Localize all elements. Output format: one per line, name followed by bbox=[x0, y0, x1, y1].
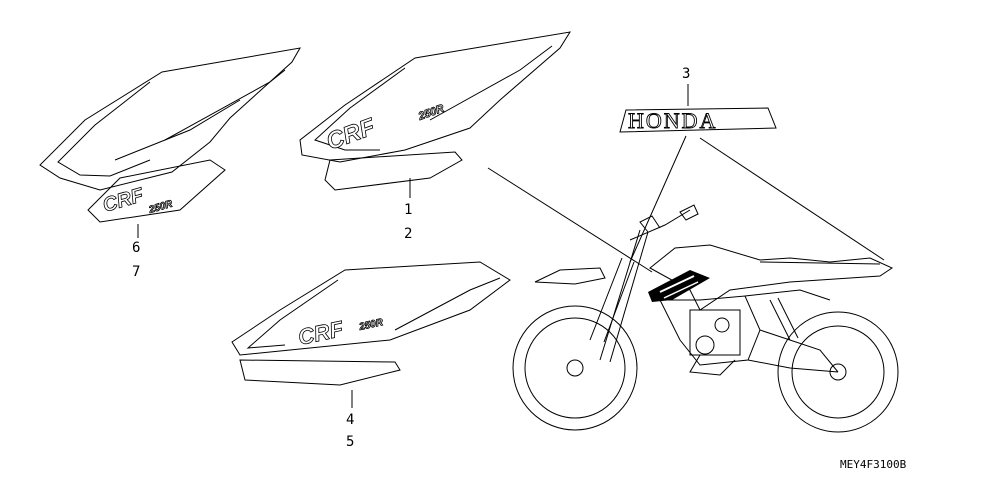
decal-brand-text: CRF bbox=[100, 184, 146, 217]
decal-brand-text: CRF bbox=[296, 316, 346, 350]
callout-3: 3 bbox=[682, 66, 690, 82]
callout-7: 7 bbox=[132, 264, 140, 280]
decal-shroud-middle[interactable]: CRF 250R bbox=[299, 31, 572, 191]
callout-6: 6 bbox=[132, 240, 140, 256]
callout-4: 4 bbox=[346, 412, 354, 428]
callout-1: 1 bbox=[404, 202, 412, 218]
motorcycle-illustration bbox=[512, 204, 899, 433]
diagram-code: MEY4F3100B bbox=[840, 458, 907, 471]
decal-shroud-lower[interactable]: CRF 250R bbox=[231, 261, 511, 386]
callout-2: 2 bbox=[404, 226, 412, 242]
honda-logo-text: HONDA bbox=[628, 108, 717, 133]
honda-emblem[interactable]: HONDA bbox=[619, 107, 777, 133]
callout-5: 5 bbox=[346, 434, 354, 450]
decal-model-text: 250R bbox=[147, 199, 175, 217]
decal-shroud-left-upper[interactable]: CRF 250R bbox=[39, 47, 301, 223]
